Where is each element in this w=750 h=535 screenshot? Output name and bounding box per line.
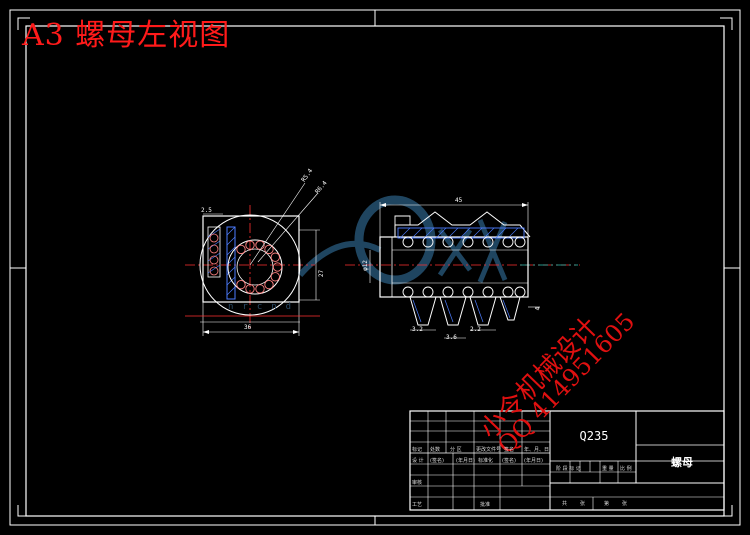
ball	[209, 255, 219, 265]
section-ball	[462, 236, 474, 248]
ball	[255, 240, 265, 250]
dim-27: 27	[318, 269, 326, 278]
tb-label-change: 更改文件号	[476, 447, 502, 453]
section-view	[345, 202, 580, 339]
dim-3-6: 3.6	[446, 334, 457, 341]
tb-label-sign: 签名	[504, 447, 515, 453]
dim-3-2: 3.2	[412, 326, 423, 333]
ball	[209, 266, 219, 276]
ball	[209, 233, 219, 243]
dim-phi12: φ12	[361, 260, 369, 271]
ball	[272, 262, 283, 272]
section-ball	[482, 286, 494, 298]
ball	[255, 284, 265, 294]
tb-sheets: 张	[580, 501, 586, 507]
ball	[270, 272, 280, 282]
tb-weight: 重 量	[602, 466, 614, 472]
section-ball	[422, 286, 434, 298]
sheet-title: A3 螺母左视图	[22, 18, 231, 53]
section-ball	[442, 236, 454, 248]
section-ball	[442, 286, 454, 298]
dim-36: 36	[244, 324, 252, 331]
tb-design-date: (年月日)	[456, 458, 475, 464]
tb-standard-sign: (签名)	[502, 458, 516, 464]
tb-design: 设 计	[412, 458, 424, 464]
section-ball	[402, 236, 414, 248]
watermark-logo	[297, 195, 508, 285]
ball	[264, 279, 274, 290]
tb-standard: 标准化	[478, 458, 494, 464]
tb-sheet-no: 第	[604, 501, 610, 507]
tb-approve: 批准	[480, 502, 491, 508]
ball	[236, 279, 246, 290]
tb-design-sign: (签名)	[430, 458, 444, 464]
tb-label-count: 处数	[430, 447, 441, 453]
dim-2-2: 2.2	[470, 326, 481, 333]
section-ball	[514, 236, 526, 248]
tb-standard-date: (年月日)	[524, 458, 543, 464]
section-ball	[462, 286, 474, 298]
section-ball	[502, 236, 514, 248]
section-ball	[514, 286, 526, 298]
part-name: 螺母	[671, 456, 693, 469]
dim-45: 45	[455, 197, 463, 204]
tb-process: 工艺	[412, 502, 423, 508]
tb-label-mark: 标记	[412, 447, 423, 453]
ball-ring	[209, 233, 283, 294]
ball	[270, 252, 280, 262]
ball	[209, 244, 219, 254]
tb-label-zone: 分 区	[450, 447, 462, 453]
tb-label-date: 年、月、日	[524, 447, 550, 453]
tb-stage: 阶 段 标 记	[556, 466, 581, 472]
tb-sheet-of: 张	[622, 501, 628, 507]
material-label: Q235	[579, 429, 609, 443]
ball	[245, 240, 255, 250]
section-body	[379, 236, 529, 298]
outer-circle	[199, 214, 301, 316]
dim-2-5: 2.5	[201, 207, 212, 214]
ball	[245, 284, 255, 294]
tb-scale: 比 例	[620, 466, 632, 472]
nut-body	[202, 215, 300, 303]
title-block	[409, 410, 725, 511]
dim-4: 4	[534, 306, 542, 311]
left-view	[185, 182, 320, 336]
tb-review: 审核	[412, 480, 423, 486]
section-ball	[402, 286, 414, 298]
section-ball	[482, 236, 494, 248]
section-balls	[402, 236, 526, 298]
section-ball	[502, 286, 514, 298]
section-ball	[422, 236, 434, 248]
ball	[236, 244, 246, 255]
tb-total: 共	[562, 501, 568, 507]
watermark-site: nrcnd	[228, 302, 301, 312]
ball	[264, 244, 274, 255]
